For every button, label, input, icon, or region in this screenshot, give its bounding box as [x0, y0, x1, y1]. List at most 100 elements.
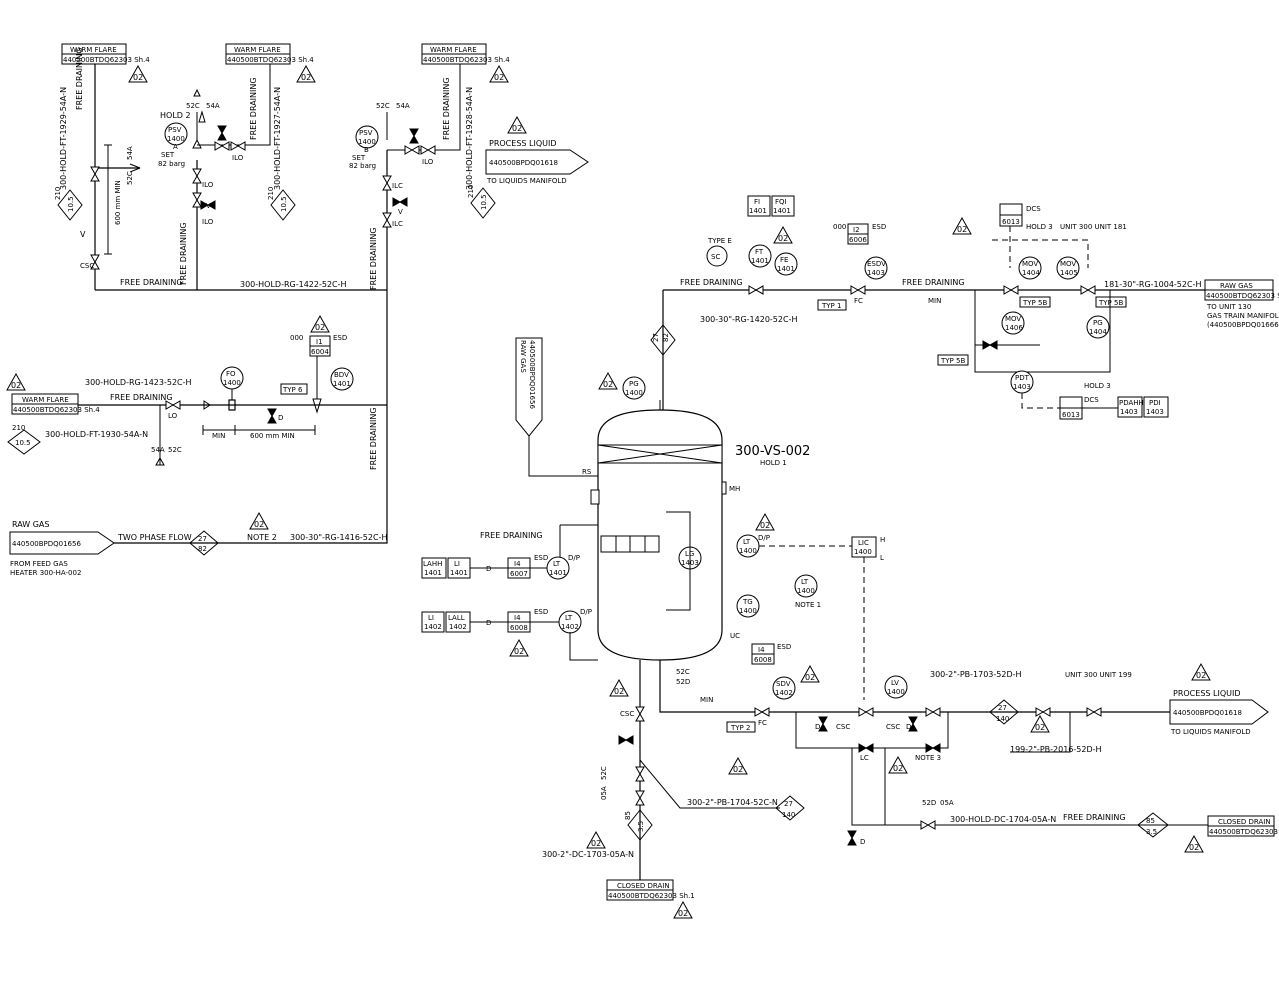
svg-text:V: V [80, 230, 86, 239]
svg-text:300-HOLD-FT-1928-54A-N: 300-HOLD-FT-1928-54A-N [465, 87, 474, 190]
svg-text:D/P: D/P [568, 554, 580, 562]
svg-text:LT: LT [743, 538, 751, 546]
svg-text:1401: 1401 [450, 569, 468, 577]
svg-text:02: 02 [760, 521, 770, 530]
svg-text:TYP 5B: TYP 5B [1022, 299, 1047, 307]
esd-box-6008b[interactable]: I4 6008 ESD [751, 643, 791, 665]
dcs-6013-bottom[interactable]: 6013 DCS HOLD 3 [1059, 382, 1111, 420]
svg-text:440500BTDQ62303 Sh.1: 440500BTDQ62303 Sh.1 [1209, 828, 1279, 836]
svg-text:1400: 1400 [739, 547, 757, 555]
svg-text:ILO: ILO [232, 154, 244, 162]
svg-text:PROCESS LIQUID: PROCESS LIQUID [1173, 689, 1241, 698]
svg-text:TYP 1: TYP 1 [821, 302, 841, 310]
svg-text:1400: 1400 [797, 587, 815, 595]
raw-gas-top-offpage: RAW GAS 440500BPDQ01656 [515, 337, 543, 437]
svg-text:300-2"-DC-1703-05A-N: 300-2"-DC-1703-05A-N [542, 850, 634, 859]
mov-1404[interactable]: MOV 1404 [1018, 256, 1042, 280]
pg-1404[interactable]: PG 1404 [1086, 315, 1110, 339]
svg-text:ILO: ILO [422, 158, 434, 166]
psv-1400a[interactable]: PSV 1400 A HOLD 2 SET 82 barg [158, 111, 202, 168]
svg-text:ESD: ESD [534, 608, 548, 616]
pdt-1403[interactable]: PDT 1403 [1010, 370, 1034, 394]
svg-text:1402: 1402 [424, 623, 442, 631]
raw-gas-inlet-offpage: RAW GAS 440500BPDQ01656 FROM FEED GAS HE… [9, 520, 115, 577]
svg-text:CSC: CSC [620, 710, 634, 718]
svg-text:LT: LT [801, 578, 809, 586]
svg-text:1400: 1400 [223, 379, 241, 387]
sc-analyzer[interactable]: SC TYPE E [706, 237, 732, 267]
svg-text:MOV: MOV [1022, 260, 1038, 268]
svg-text:ESDV: ESDV [867, 260, 886, 268]
svg-text:54A: 54A [151, 446, 165, 454]
svg-text:10.5: 10.5 [15, 439, 31, 447]
svg-text:85: 85 [1146, 817, 1155, 825]
line-class-diamond: 85 3.5 [624, 809, 653, 841]
svg-text:ESD: ESD [872, 223, 886, 231]
pg-1400[interactable]: PG 1400 [622, 376, 646, 400]
sdv-1402[interactable]: SDV 1402 [772, 676, 796, 700]
svg-text:FREE DRAINING: FREE DRAINING [1063, 813, 1126, 822]
svg-text:300-30"-RG-1420-52C-H: 300-30"-RG-1420-52C-H [700, 315, 797, 324]
svg-text:PDT: PDT [1015, 374, 1030, 382]
svg-text:300-HOLD-FT-1927-54A-N: 300-HOLD-FT-1927-54A-N [273, 87, 282, 190]
svg-text:TYP 5B: TYP 5B [1098, 299, 1123, 307]
svg-text:ILO: ILO [202, 181, 214, 189]
svg-text:RAW GAS: RAW GAS [12, 520, 49, 529]
svg-text:52C: 52C [126, 171, 134, 185]
svg-text:440500BPDQ01618: 440500BPDQ01618 [489, 159, 558, 167]
fi-fqi-1401[interactable]: FI 1401 FQI 1401 [747, 195, 795, 217]
svg-text:DCS: DCS [1084, 396, 1099, 404]
lahh-li-1401[interactable]: LAHH 1401 LI 1401 [421, 557, 471, 579]
lic-1400[interactable]: LIC 1400 H L [851, 536, 885, 562]
fe-1401[interactable]: FE 1401 [774, 252, 798, 276]
tg-1400[interactable]: TG 1400 [736, 594, 760, 618]
svg-text:440500BTDQ62303 Sh.1: 440500BTDQ62303 Sh.1 [608, 892, 695, 900]
ft-1401[interactable]: FT 1401 [748, 244, 772, 268]
svg-text:440500BPDQ01656: 440500BPDQ01656 [528, 340, 536, 409]
svg-text:FT: FT [755, 248, 764, 256]
svg-text:52C: 52C [186, 102, 200, 110]
lt-1400-right[interactable]: LT 1400 [736, 534, 760, 558]
svg-text:SET: SET [161, 151, 175, 159]
vessel-300-vs-002[interactable]: 300-VS-002 HOLD 1 MH RS [582, 409, 810, 661]
esdv-1403[interactable]: ESDV 1403 [864, 256, 888, 280]
lt-1400-note1[interactable]: LT 1400 NOTE 1 [794, 574, 821, 609]
mov-1406[interactable]: MOV 1406 [1001, 311, 1025, 335]
psv-1400b[interactable]: PSV 1400 B SET 82 barg [349, 125, 379, 170]
esd-box-6004[interactable]: I1 6004 000 ESD [290, 334, 347, 357]
svg-text:FROM FEED GAS: FROM FEED GAS [10, 560, 68, 568]
lt-1401[interactable]: LT 1401 [546, 556, 570, 580]
dcs-6013-top[interactable]: 6013 DCS HOLD 3 [999, 203, 1053, 231]
svg-text:440500BTDQ62303 Sh.4: 440500BTDQ62303 Sh.4 [227, 56, 314, 64]
fo-1400[interactable]: FO 1400 [220, 366, 244, 400]
svg-text:82: 82 [198, 545, 207, 553]
lt-1402[interactable]: LT 1402 [558, 610, 582, 634]
svg-text:440500BTDQ62303 Sh.11: 440500BTDQ62303 Sh.11 [1206, 292, 1279, 300]
svg-text:1405: 1405 [1060, 269, 1078, 277]
esd-box-6008[interactable]: I4 6008 ESD [507, 608, 548, 633]
esd-box-6006[interactable]: I2 6006 000 ESD [833, 223, 886, 245]
svg-text:FREE DRAINING: FREE DRAINING [110, 393, 173, 402]
esd-box-6007[interactable]: I4 6007 ESD [507, 554, 548, 579]
svg-text:82 barg: 82 barg [158, 160, 185, 168]
closed-drain-offpage-1: CLOSED DRAIN 440500BTDQ62303 Sh.1 [606, 879, 695, 901]
svg-text:02: 02 [893, 764, 903, 773]
svg-text:I1: I1 [316, 338, 323, 346]
line-class-diamond: 210 10.5 [54, 187, 83, 221]
svg-text:(440500BPDQ01666): (440500BPDQ01666) [1207, 321, 1279, 329]
svg-text:85: 85 [624, 811, 632, 820]
pdahh-pdi-1403[interactable]: PDAHH 1403 PDI 1403 [1117, 396, 1169, 418]
lv-1400[interactable]: LV 1400 [884, 675, 908, 699]
raw-gas-outlet-offpage: RAW GAS 440500BTDQ62303 Sh.11 TO UNIT 13… [1204, 279, 1279, 329]
svg-text:V: V [206, 202, 211, 210]
svg-text:000: 000 [290, 334, 303, 342]
bdv-1401[interactable]: BDV 1401 [330, 367, 354, 391]
svg-text:FREE DRAINING: FREE DRAINING [902, 278, 965, 287]
svg-text:HOLD 1: HOLD 1 [760, 459, 787, 467]
svg-text:FREE DRAINING: FREE DRAINING [680, 278, 743, 287]
svg-text:1404: 1404 [1022, 269, 1040, 277]
li-lall-1402[interactable]: LI 1402 LALL 1402 [421, 611, 471, 633]
mov-1405[interactable]: MOV 1405 [1056, 256, 1080, 280]
svg-text:02: 02 [957, 225, 967, 234]
svg-text:6008: 6008 [754, 656, 772, 664]
